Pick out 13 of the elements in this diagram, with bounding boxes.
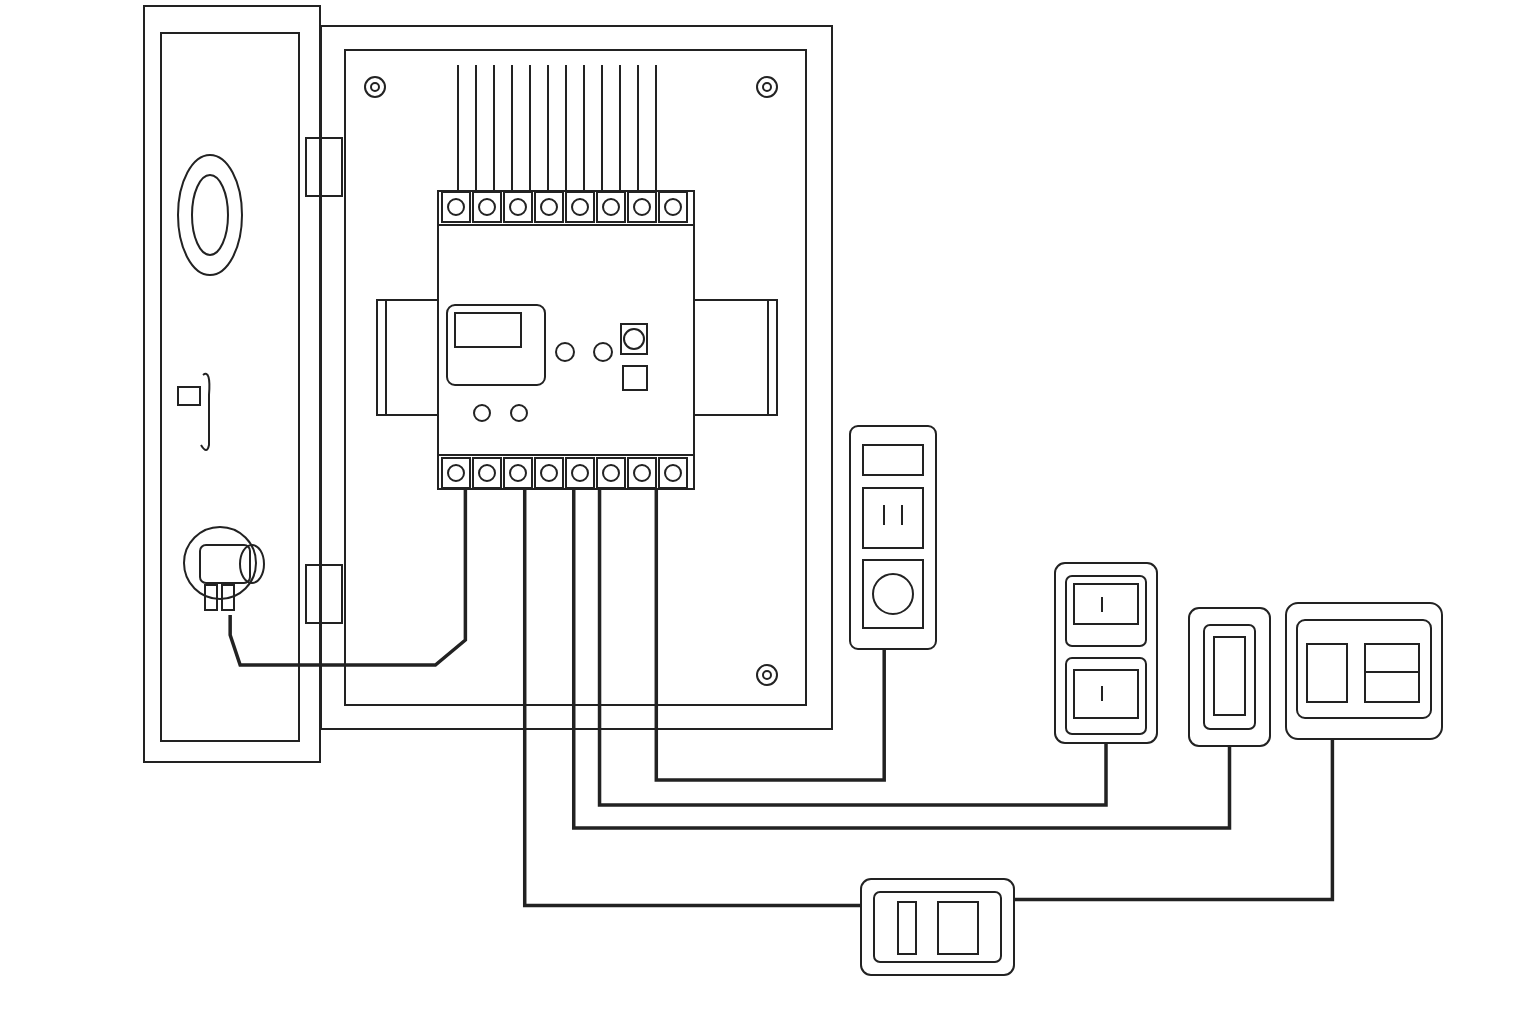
rocker-switch (1188, 607, 1271, 747)
switch-plate (1285, 602, 1443, 740)
cable (597, 490, 1108, 807)
cable (522, 490, 860, 908)
cable (1015, 740, 1335, 902)
power-strip (849, 425, 937, 650)
junction-box (860, 878, 1015, 976)
double-outlet (1054, 562, 1158, 744)
control-module (437, 190, 695, 490)
cable (572, 490, 1232, 830)
cable (654, 490, 886, 782)
cable (228, 490, 468, 667)
electrical-enclosure (320, 25, 833, 730)
